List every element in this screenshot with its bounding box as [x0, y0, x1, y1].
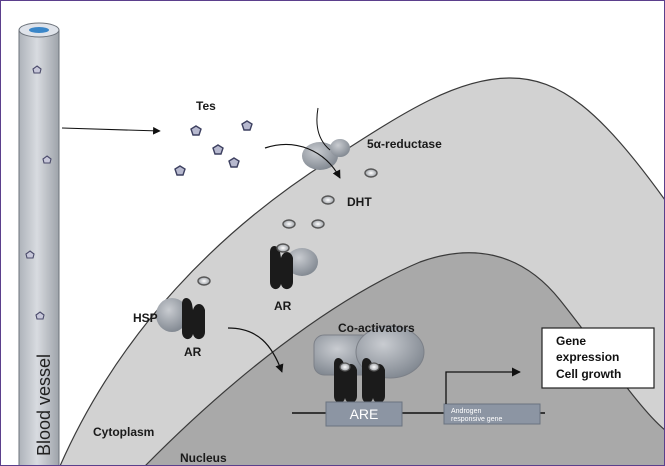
nucleus-label: Nucleus [180, 451, 227, 465]
outcome-line-expression: expression [556, 350, 619, 364]
cytoplasm-label: Cytoplasm [93, 425, 154, 439]
translocation-arrow [227, 327, 284, 373]
are-element [325, 401, 403, 427]
dht-molecules [197, 168, 378, 286]
transcription-arrow [445, 367, 521, 404]
ar-dimer [334, 358, 385, 404]
androgen-receptor-free [270, 243, 318, 290]
testosterone-molecules [174, 120, 253, 176]
hsp-label: HSP [133, 311, 158, 325]
blood-vessel [18, 22, 60, 466]
conversion-arrow [264, 143, 341, 179]
vessel-hormones [25, 65, 52, 320]
ar-hsp-label: AR [184, 345, 202, 359]
gene-label-line1: Androgen [451, 408, 481, 415]
androgen-responsive-gene [443, 403, 541, 425]
are-label: ARE [350, 406, 379, 422]
outcome-line-growth: Cell growth [556, 367, 621, 381]
hsp-ar-complex [156, 298, 205, 340]
ar-cytoplasm-label: AR [274, 299, 292, 313]
blood-vessel-label: Blood vessel [34, 354, 54, 456]
outcome-box [541, 327, 655, 389]
gene-label-line2: responsive gene [451, 416, 502, 423]
outcome-line-gene: Gene [556, 334, 586, 348]
dht-label: DHT [347, 195, 372, 209]
reductase-label: 5α-reductase [367, 137, 442, 151]
tes-label: Tes [196, 99, 216, 113]
coactivators-label: Co-activators [338, 321, 415, 335]
reductase-curve [316, 107, 331, 151]
entry-arrow [61, 126, 161, 135]
